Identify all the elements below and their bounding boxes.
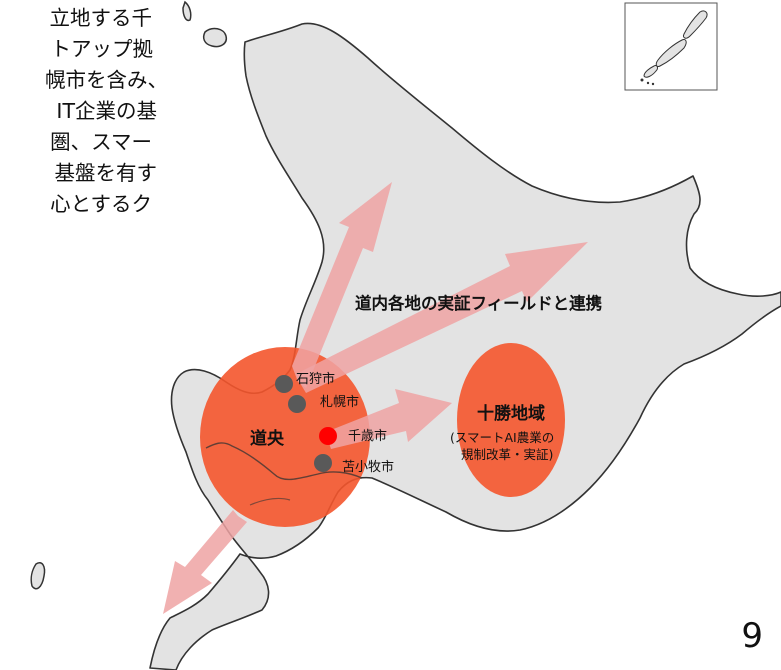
city-label: 札幌市	[320, 394, 359, 410]
kuril-islet	[651, 82, 655, 86]
kuril-islet	[646, 81, 650, 85]
body-text-line: 基盤を有す	[54, 161, 158, 185]
arrow-label: 道内各地の実証フィールドと連携	[355, 293, 602, 313]
tokachi-note-line1: (スマートAI農業の	[450, 430, 554, 445]
kuril-island-mid	[655, 39, 687, 67]
doo-region-circle	[200, 347, 370, 527]
city-label: 千歳市	[348, 428, 387, 444]
city-label: 石狩市	[296, 371, 335, 387]
small-island-top	[182, 0, 192, 22]
kuril-islet	[640, 78, 644, 82]
page-number: 9	[741, 616, 763, 656]
body-text-line: IT企業の基	[56, 99, 157, 123]
arrow-to-southwest	[163, 510, 247, 614]
hokkaido-mainland	[149, 22, 781, 670]
coastline-over-doo	[205, 442, 363, 481]
okushiri-island	[30, 562, 46, 590]
tokachi-note-line2: 規制改革・実証)	[461, 447, 553, 462]
doo-label: 道央	[250, 428, 285, 449]
arrow-to-tokachi	[326, 389, 452, 449]
body-text-line: トアップ拠	[50, 37, 154, 61]
kuril-island-small	[643, 65, 658, 78]
sapporo-marker	[288, 395, 306, 413]
chitose-marker	[319, 427, 337, 445]
arrow-to-north	[292, 182, 392, 388]
tokachi-label: 十勝地域	[477, 403, 545, 424]
body-text: 立地する千 トアップ拠 幌市を含み、 IT企業の基 圏、スマー 基盤を有す 心と…	[0, 0, 168, 248]
tomakomai-marker	[314, 454, 332, 472]
tokachi-region-circle	[457, 343, 565, 497]
rishiri-island	[202, 27, 228, 48]
body-text-line: 幌市を含み、	[45, 68, 168, 92]
body-text-line: 立地する千	[49, 6, 153, 30]
kuril-island-large	[683, 10, 708, 39]
ishikari-marker	[275, 375, 293, 393]
arrow-to-northeast	[296, 242, 588, 393]
coastline-over-doo-inner	[249, 497, 291, 506]
body-text-line: 心とするク	[50, 192, 152, 216]
body-text-line: 圏、スマー	[50, 130, 152, 154]
city-label: 苫小牧市	[342, 459, 394, 475]
